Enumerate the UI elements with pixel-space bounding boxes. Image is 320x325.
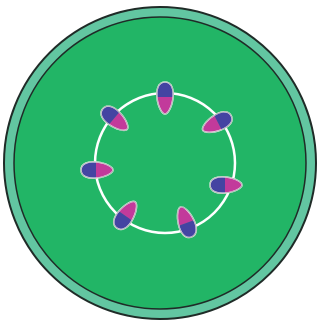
cell-body xyxy=(14,17,306,309)
